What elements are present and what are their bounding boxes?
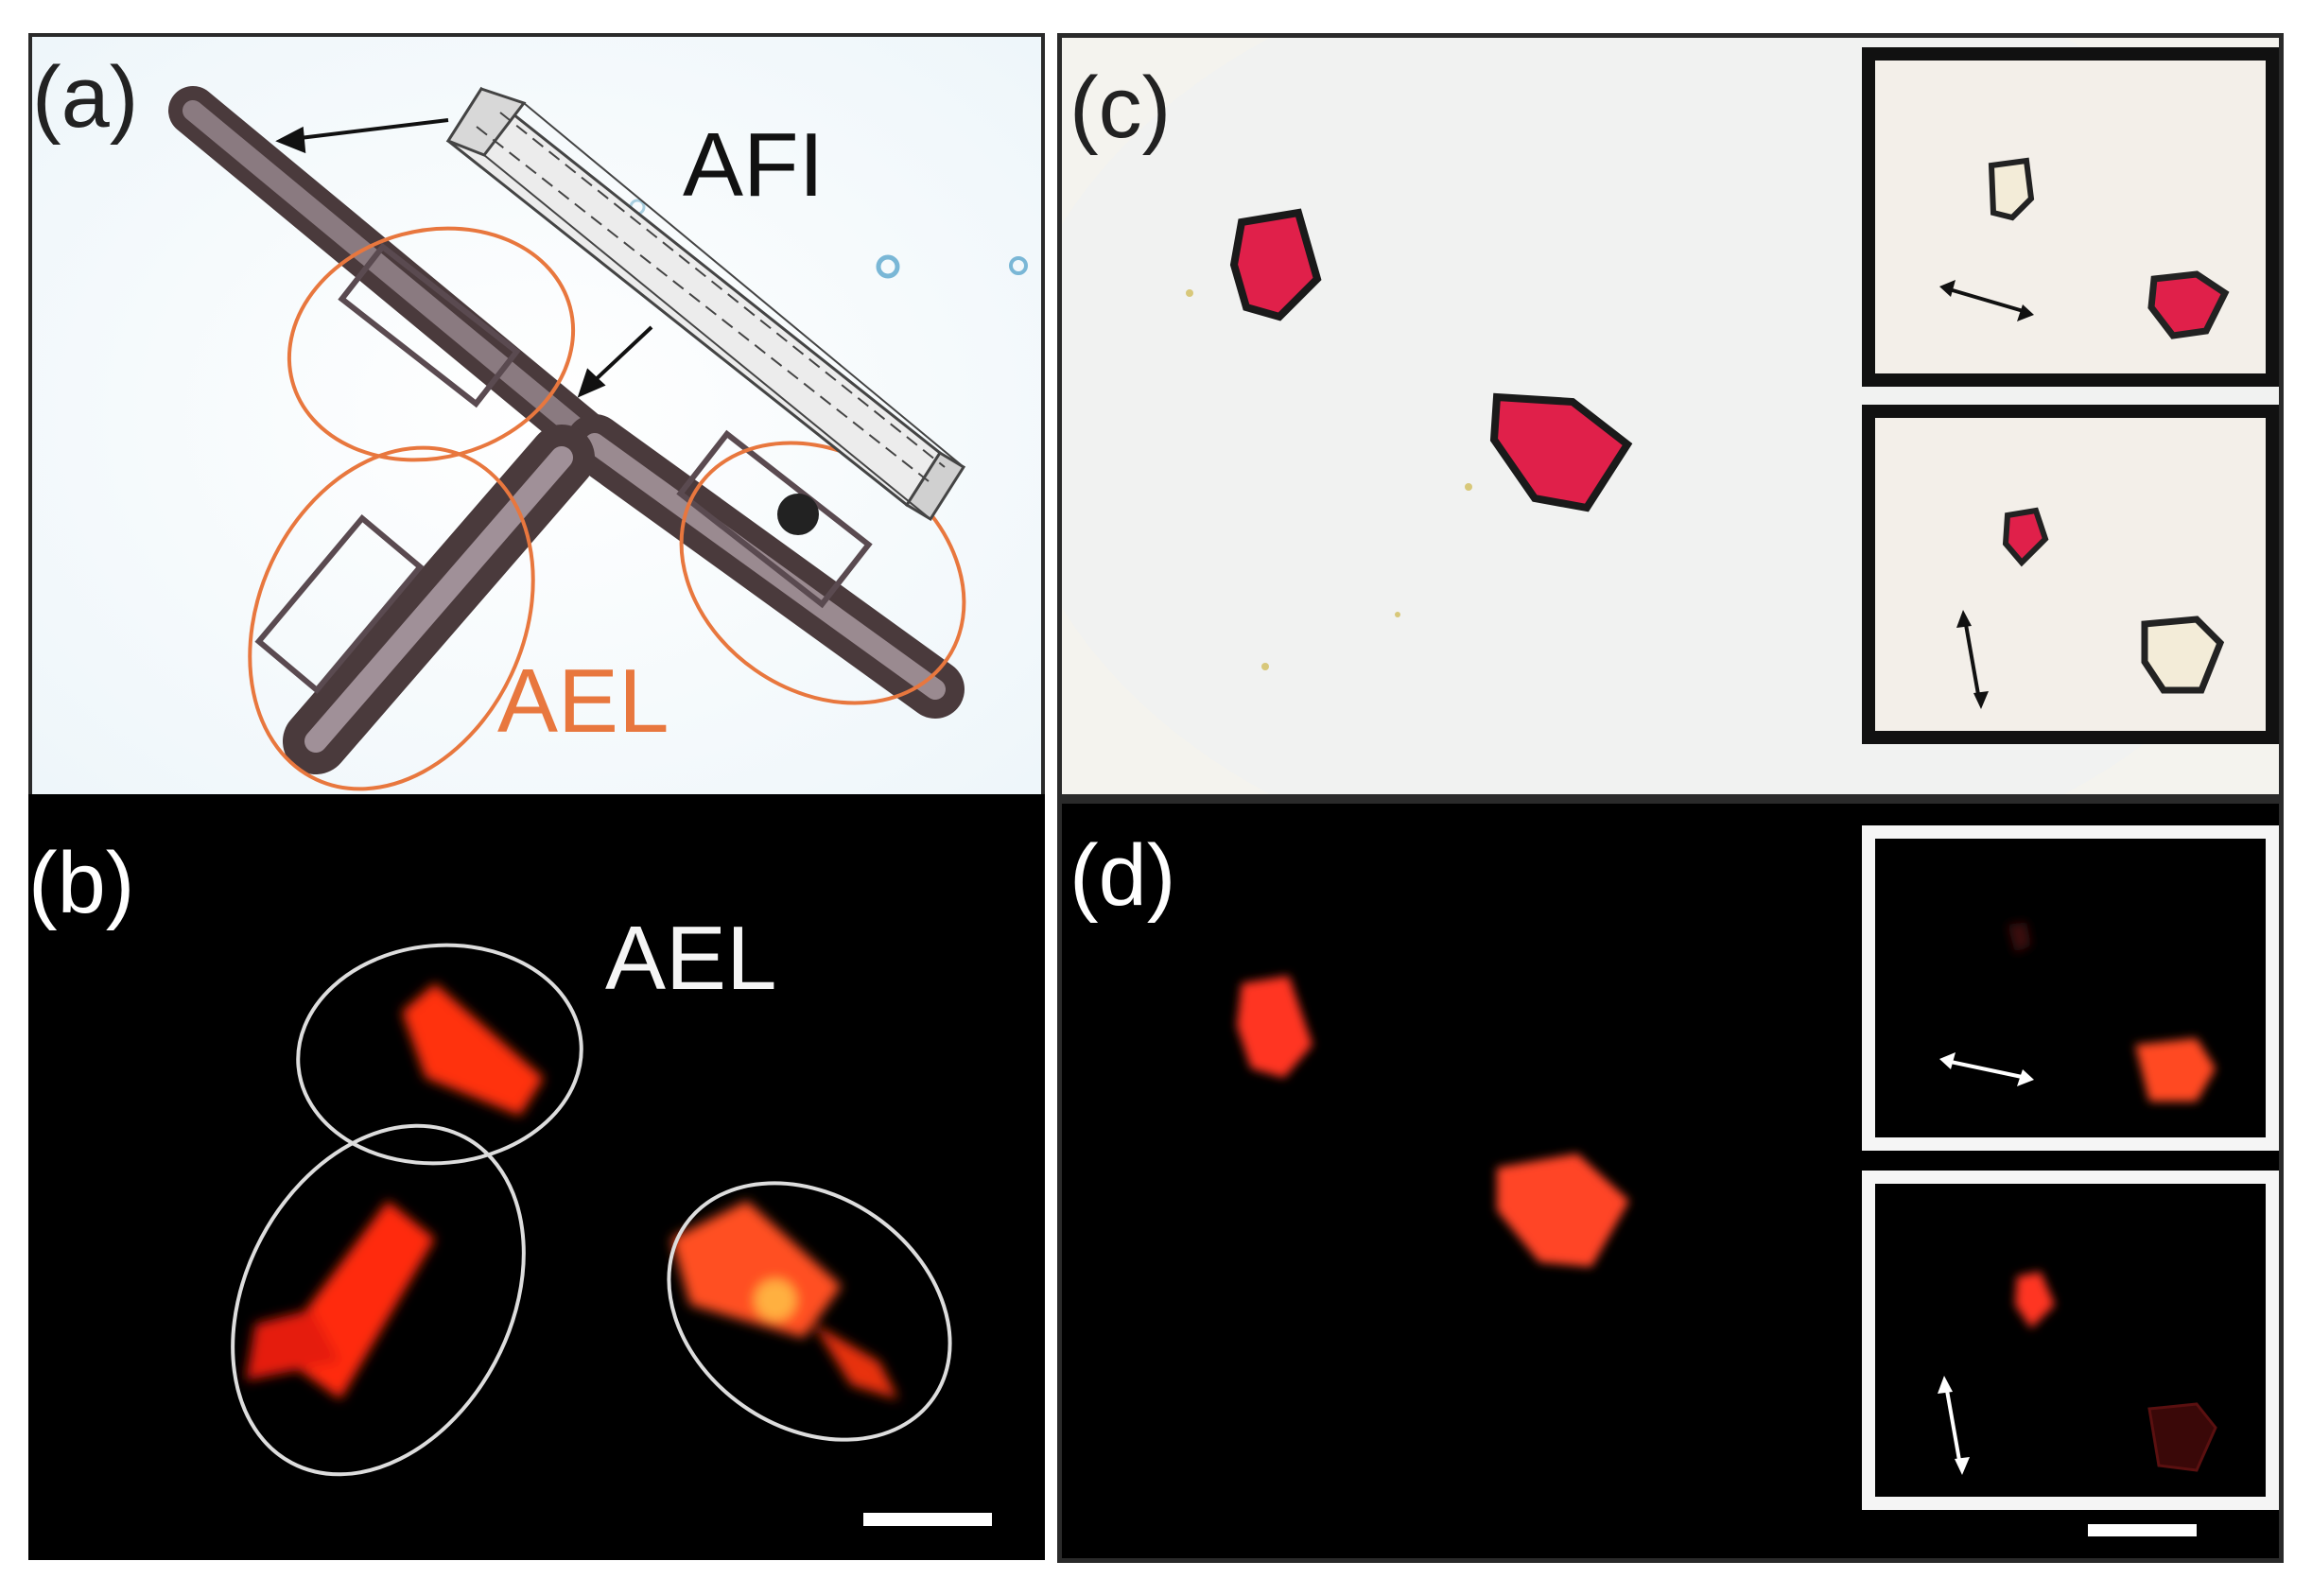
panel-d-fluorescence-image [1062,804,2279,1558]
ael-label-b: AEL [605,908,777,1009]
panel-c-micrograph [1062,38,2279,794]
crystal-aggregate [168,86,965,774]
scale-bar-b [863,1513,992,1526]
fluorescent-crystal-d-1 [1237,976,1312,1078]
panel-a: (a) AFI AEL [28,33,1045,799]
inset-c-top [1862,47,2279,387]
panel-d-label: (d) [1069,827,1176,924]
panel-c: (c) [1057,33,2284,799]
panel-b-fluorescence-image [28,794,1045,1560]
fluorescent-crystal-d-2 [1497,1154,1629,1267]
panel-a-label: (a) [32,49,139,146]
crystal-c-2 [1489,392,1633,512]
fluorescent-crystals-b [246,983,898,1399]
panel-b: (b) AEL [28,794,1045,1560]
ael-label-a: AEL [497,651,669,752]
panel-c-label: (c) [1069,60,1172,156]
inset-c-bottom [1862,405,2279,744]
pointer-arrows [275,118,653,398]
panel-d: (d) [1057,799,2284,1563]
afi-label: AFI [683,114,825,216]
panel-a-micrograph [32,37,1041,795]
crystal-c-1 [1229,208,1322,321]
afi-prism-schematic [445,86,966,522]
ael-region-ellipses-b [231,943,952,1477]
scale-bar-d [2088,1524,2197,1536]
inset-d-top [1862,825,2279,1151]
panel-b-label: (b) [28,835,135,931]
inset-d-bottom [1862,1171,2279,1510]
